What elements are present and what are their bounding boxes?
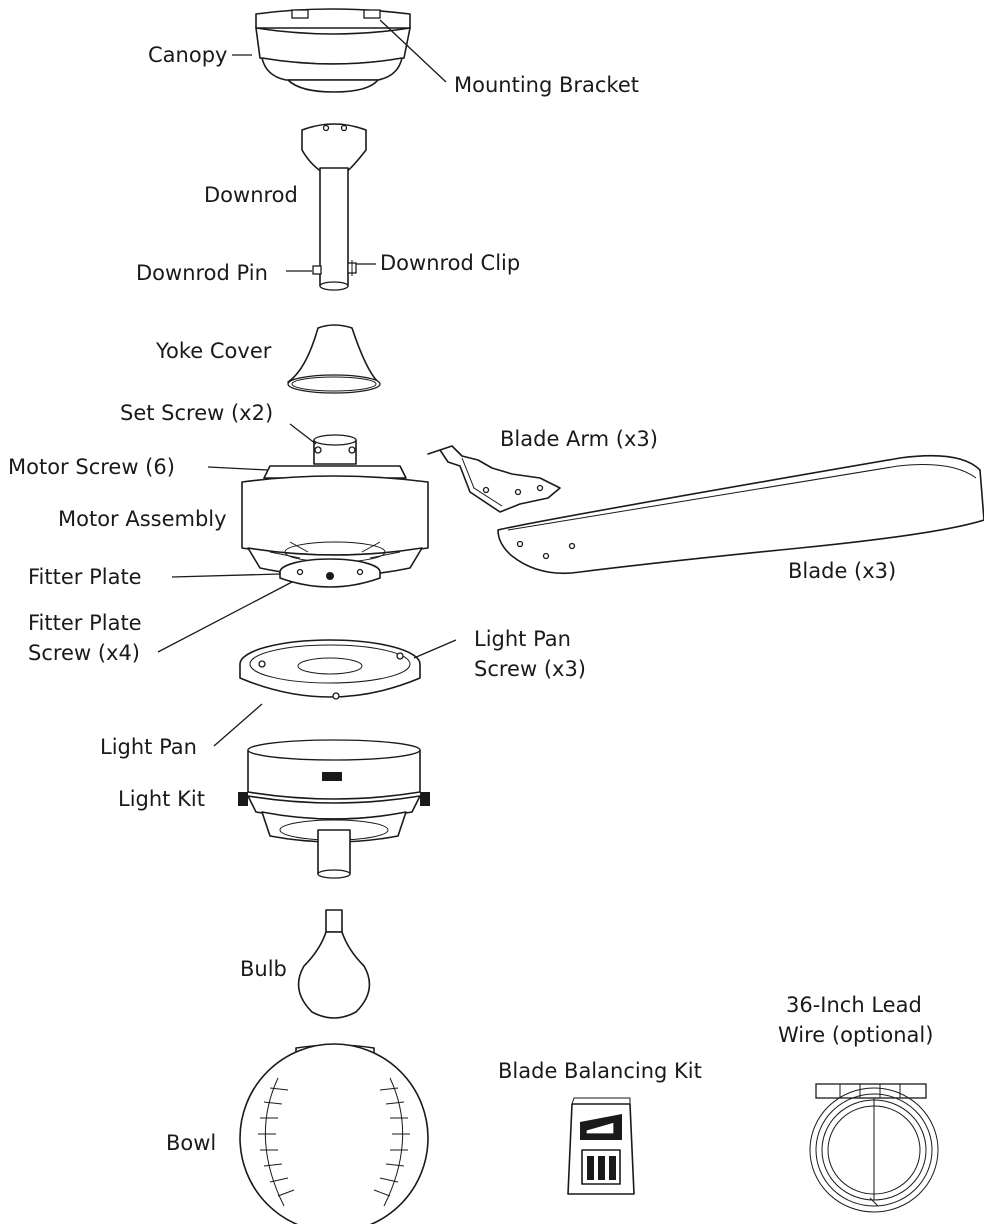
yoke-cover-drawing — [287, 324, 381, 394]
fitter-plate-label: Fitter Plate — [28, 565, 142, 589]
motor-assembly-drawing — [241, 434, 429, 577]
downrod-pin-label: Downrod Pin — [136, 261, 268, 285]
light-pan-leader — [213, 703, 263, 747]
light-pan-screw-label-2: Screw (x3) — [474, 657, 586, 681]
set-screw-leader — [289, 423, 317, 445]
motor-screw-leader — [207, 466, 269, 471]
light-pan-label: Light Pan — [100, 735, 197, 759]
light-kit-drawing — [238, 739, 430, 879]
canopy-drawing — [255, 8, 411, 93]
mounting-bracket-leader — [379, 19, 447, 83]
downrod-label: Downrod — [204, 183, 298, 207]
light-pan-drawing — [239, 639, 421, 700]
blade-drawing — [497, 454, 984, 575]
lead-wire-drawing — [809, 1083, 939, 1213]
bowl-drawing — [239, 1043, 429, 1224]
blade-balancing-kit-label: Blade Balancing Kit — [498, 1059, 702, 1083]
fitter-plate-screw-leader — [157, 581, 293, 653]
fitter-plate-leader — [171, 573, 281, 578]
yoke-cover-label: Yoke Cover — [155, 339, 272, 363]
light-pan-screw-leader — [413, 639, 457, 659]
fitter-plate-drawing — [279, 558, 381, 588]
downrod-clip-label: Downrod Clip — [380, 251, 520, 275]
fitter-plate-screw-label-1: Fitter Plate — [28, 611, 142, 635]
blade-balancing-kit-drawing — [567, 1097, 635, 1195]
mounting-bracket-label: Mounting Bracket — [454, 73, 639, 97]
bulb-label: Bulb — [240, 957, 287, 981]
blade-label: Blade (x3) — [788, 559, 896, 583]
fitter-plate-screw-label-2: Screw (x4) — [28, 641, 140, 665]
bulb-drawing — [297, 909, 371, 1019]
light-kit-label: Light Kit — [118, 787, 205, 811]
light-pan-screw-label-1: Light Pan — [474, 627, 571, 651]
downrod-drawing — [301, 123, 367, 291]
lead-wire-label-2: Wire (optional) — [778, 1023, 933, 1047]
motor-screw-label: Motor Screw (6) — [8, 455, 175, 479]
bowl-label: Bowl — [166, 1131, 216, 1155]
lead-wire-label-1: 36-Inch Lead — [786, 993, 922, 1017]
canopy-label: Canopy — [148, 43, 227, 67]
blade-arm-label: Blade Arm (x3) — [500, 427, 658, 451]
set-screw-label: Set Screw (x2) — [120, 401, 273, 425]
motor-assembly-label: Motor Assembly — [58, 507, 227, 531]
blade-arm-drawing — [427, 445, 561, 513]
